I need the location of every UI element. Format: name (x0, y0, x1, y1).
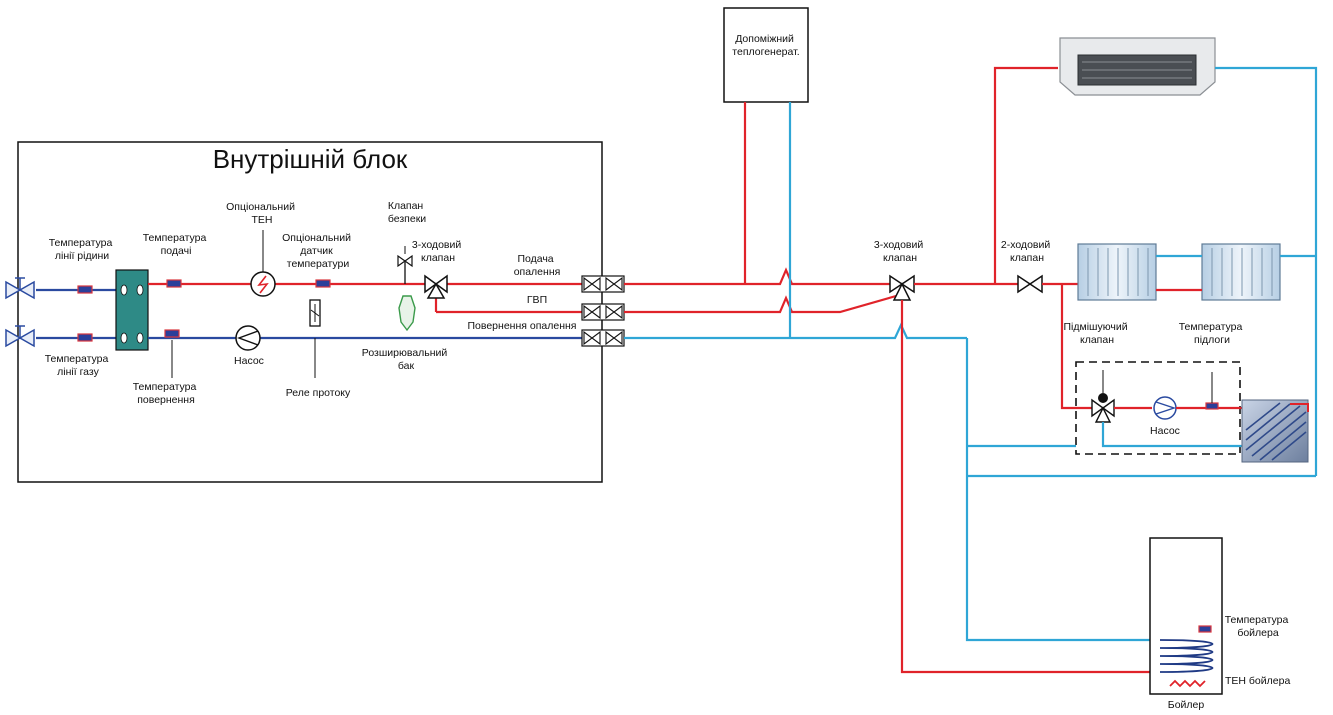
boiler-heater-icon (1169, 679, 1206, 688)
liquid-line-temp-label: Температура лінії рідини (49, 237, 116, 262)
external-three-way-valve-label: 3-ходовий клапан (874, 239, 926, 264)
floor-temp-sensor-icon (1205, 402, 1219, 410)
optional-sensor-label: Опціональний датчик температури (282, 232, 354, 270)
supply-temp-label: Температура подачі (143, 232, 210, 257)
dhw-label: ГВП (527, 294, 547, 306)
fancoil-return-pipe (1215, 66, 1318, 476)
supply-port-valve-icon (581, 275, 625, 293)
indoor-unit-title: Внутрішній блок (213, 144, 408, 174)
return-temp-sensor-icon (164, 329, 180, 338)
boiler-return-pipe (965, 338, 1160, 642)
expansion-tank-label: Розширювальний бак (362, 347, 450, 372)
boiler-tank (1149, 537, 1223, 695)
return-temp-label: Температура повернення (133, 381, 200, 406)
aux-heater-box (723, 7, 809, 103)
boiler-coil-icon (1159, 639, 1214, 673)
pump-label: Насос (234, 355, 264, 367)
floor-temp-label: Температура підлоги (1179, 321, 1246, 346)
return-port-valve-icon (581, 329, 625, 347)
underfloor-heating-icon (1241, 399, 1309, 463)
two-way-valve-icon (1017, 274, 1043, 294)
internal-three-way-valve-label: 3-ходовий клапан (412, 239, 464, 264)
heating-return-label: Повернення опалення (468, 320, 577, 332)
fancoil-supply-pipe (993, 66, 1058, 284)
floor-pump-icon (1153, 396, 1177, 420)
mixing-valve-icon (1091, 370, 1115, 423)
boiler-label: Бойлер (1168, 699, 1205, 711)
safety-valve-label: Клапан безпеки (388, 200, 426, 225)
expansion-tank-icon (398, 295, 416, 332)
supply-temp-sensor-icon (166, 279, 182, 288)
flow-switch-label: Реле протоку (286, 387, 351, 399)
liquid-service-valve-icon (5, 277, 35, 300)
gas-service-valve-icon (5, 325, 35, 348)
heating-return-pipe (624, 322, 967, 340)
plate-heat-exchanger-icon (115, 269, 149, 351)
gas-temp-sensor-icon (77, 333, 93, 342)
radiator-1-icon (1077, 243, 1157, 301)
optional-heater-icon (250, 271, 276, 297)
two-way-valve-label: 2-ходовий клапан (1001, 239, 1053, 264)
boiler-temp-sensor-icon (1198, 625, 1212, 633)
boiler-temp-label: Температура бойлера (1225, 614, 1292, 639)
gas-line-temp-label: Температура лінії газу (45, 353, 112, 378)
pump-icon (235, 325, 261, 351)
safety-valve-icon (397, 246, 413, 284)
floor-supply-pipe (1060, 284, 1092, 410)
port-valves (581, 275, 625, 347)
heating-supply-pipe (624, 267, 890, 286)
fan-coil-unit-icon (1059, 37, 1216, 96)
radiator-2-icon (1201, 243, 1281, 301)
heating-supply-label: Подача опалення (514, 253, 561, 278)
floor-return-pipe (1101, 422, 1244, 448)
boiler-supply-pipe (900, 300, 1160, 674)
optional-temp-sensor-icon (315, 279, 331, 288)
aux-heater-label: Допоміжний теплогенерат. (732, 33, 799, 58)
flow-switch-icon (309, 299, 321, 327)
mixing-valve-label: Підмішуючий клапан (1064, 321, 1131, 346)
boiler-heater-label: ТЕН бойлера (1225, 675, 1290, 687)
dhw-supply-pipe (624, 294, 897, 314)
internal-three-way-valve-icon (424, 274, 448, 299)
dhw-port-valve-icon (581, 303, 625, 321)
liquid-temp-sensor-icon (77, 285, 93, 294)
optional-heater-label: Опціональний ТЕН (226, 201, 298, 226)
floor-pump-label: Насос (1150, 425, 1180, 437)
